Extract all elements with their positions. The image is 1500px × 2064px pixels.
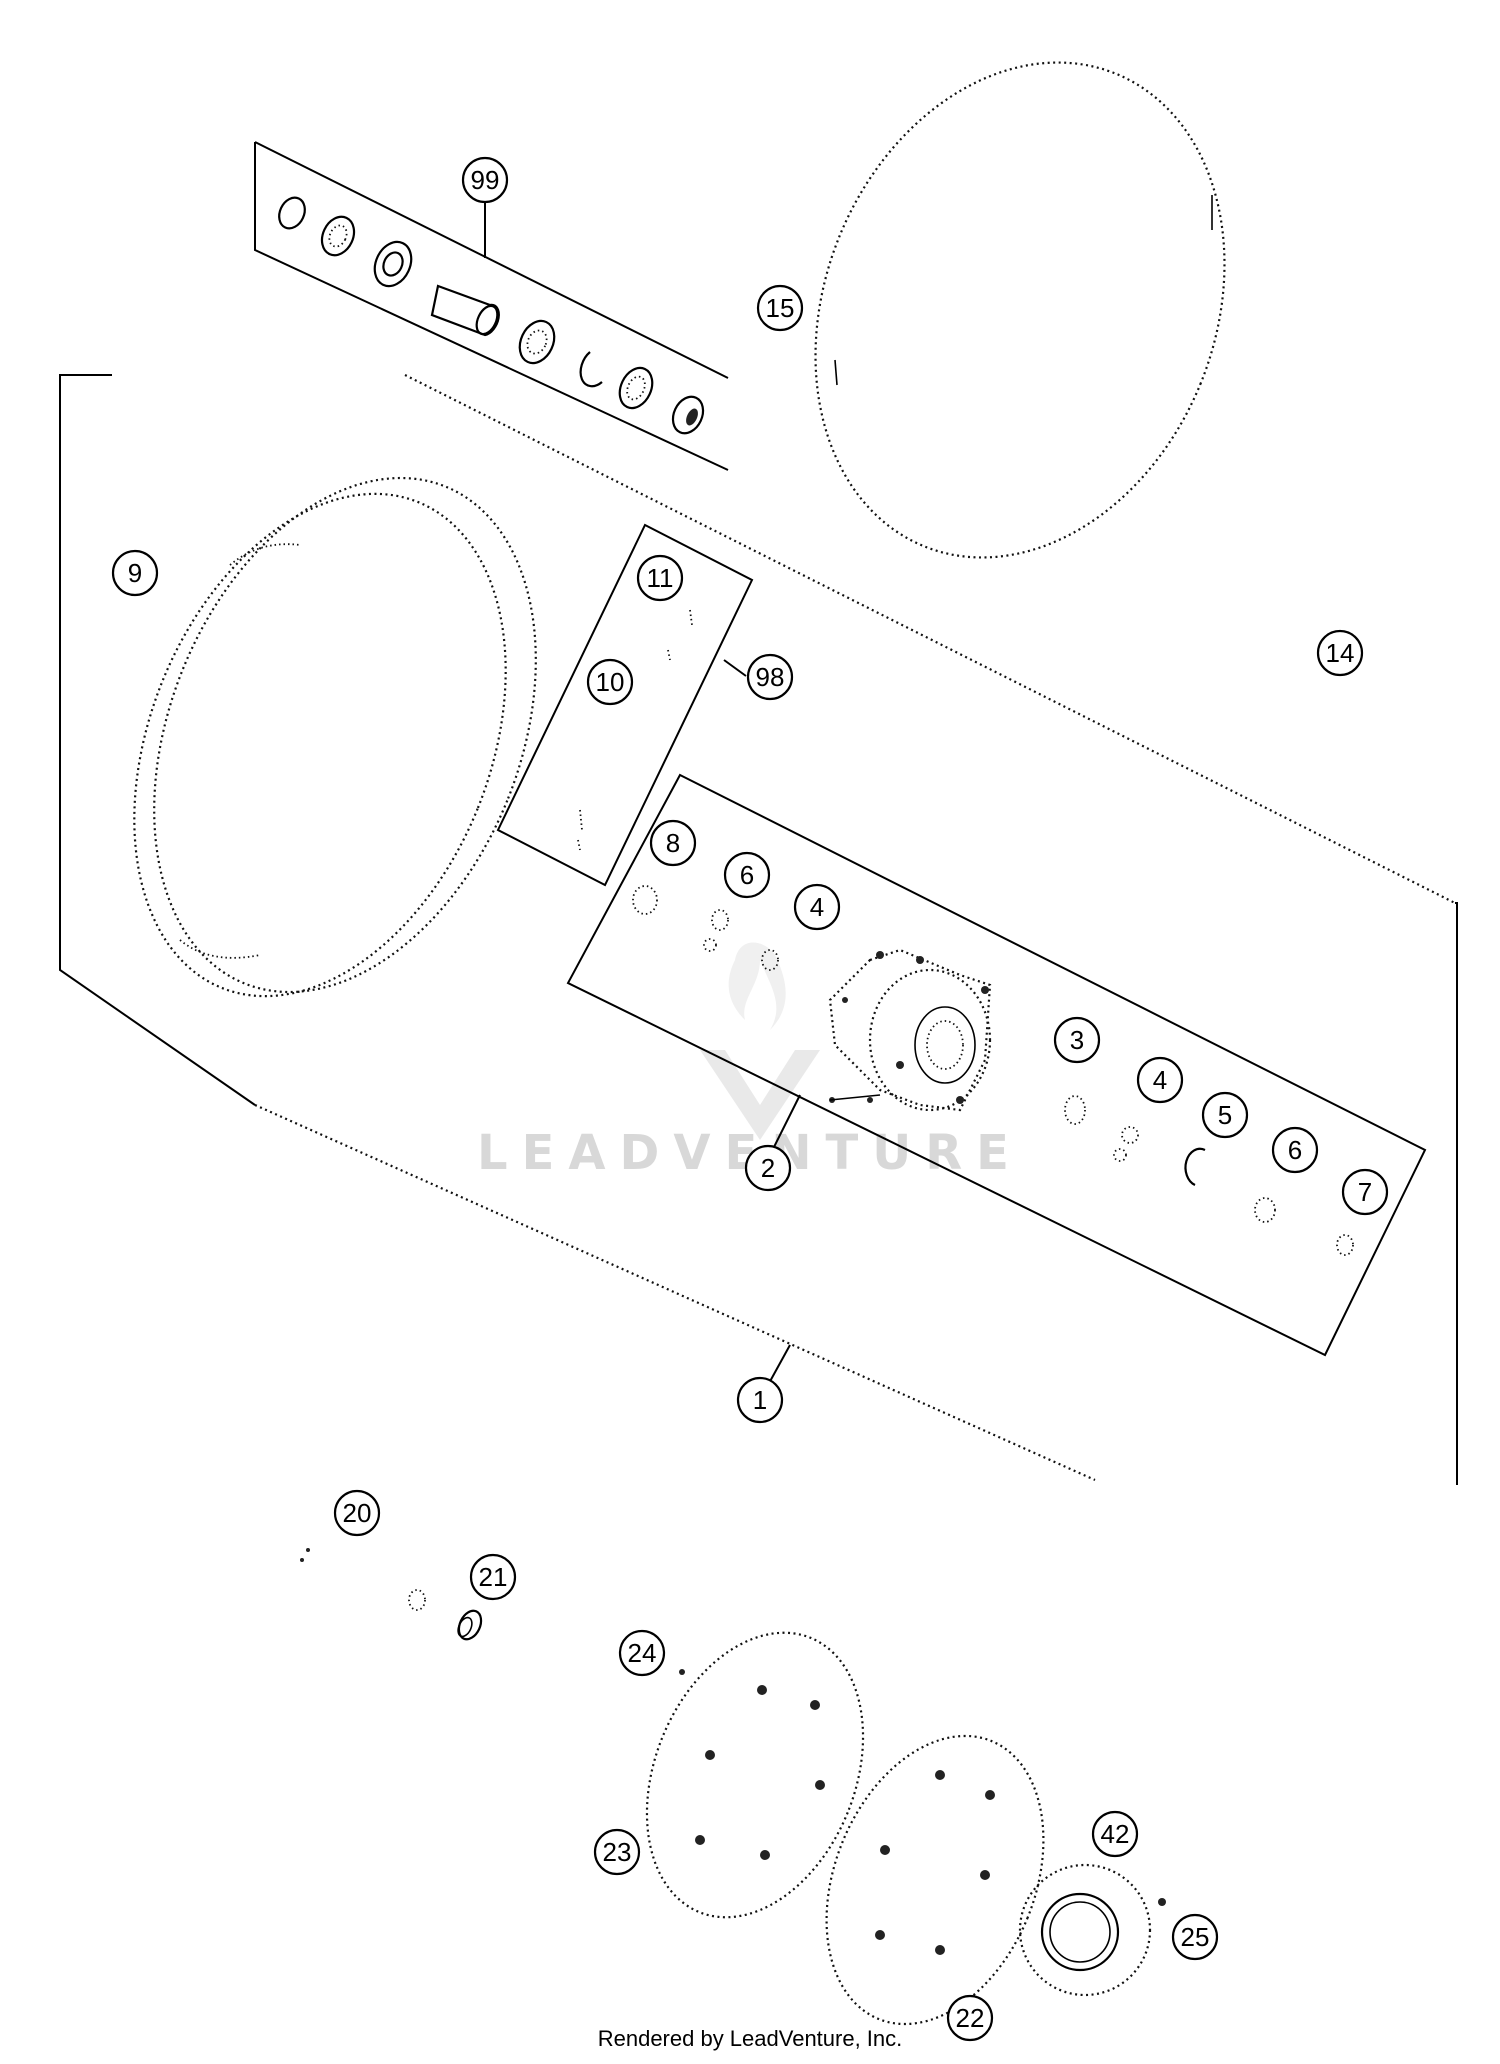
svg-text:98: 98 [756, 662, 785, 692]
svg-text:3: 3 [1070, 1025, 1084, 1055]
svg-text:11: 11 [647, 563, 674, 593]
part-2-box [566, 773, 1427, 1357]
callout-4a: 4 [793, 883, 841, 931]
svg-text:6: 6 [1288, 1135, 1302, 1165]
callout-25: 25 [1171, 1913, 1219, 1961]
callout-99: 99 [461, 156, 509, 204]
svg-text:8: 8 [666, 828, 680, 858]
svg-text:15: 15 [766, 293, 795, 323]
part-98-box [496, 523, 754, 887]
part-15-ring [814, 61, 1226, 559]
svg-text:42: 42 [1101, 1819, 1130, 1849]
seal-kit-parts [278, 196, 705, 435]
svg-text:25: 25 [1181, 1922, 1210, 1952]
callout-6a: 6 [723, 851, 771, 899]
svg-text:9: 9 [128, 558, 142, 588]
svg-text:7: 7 [1358, 1177, 1372, 1207]
svg-text:2: 2 [761, 1153, 775, 1183]
svg-text:4: 4 [1153, 1065, 1167, 1095]
callout-7: 7 [1341, 1168, 1389, 1216]
svg-text:6: 6 [740, 860, 754, 890]
callout-20: 20 [333, 1489, 381, 1537]
callout-24: 24 [618, 1629, 666, 1677]
callout-3: 3 [1053, 1016, 1101, 1064]
callout-23: 23 [593, 1828, 641, 1876]
callout-1: 1 [736, 1376, 784, 1424]
callout-15: 15 [756, 284, 804, 332]
svg-text:22: 22 [956, 2003, 985, 2033]
callout-11: 11 [636, 554, 684, 602]
svg-text:24: 24 [628, 1638, 657, 1668]
lower-parts [300, 1548, 1166, 2026]
callout-6b: 6 [1271, 1126, 1319, 1174]
callout-9: 9 [111, 549, 159, 597]
callout-98: 98 [746, 653, 794, 701]
callout-21: 21 [469, 1553, 517, 1601]
callout-22: 22 [946, 1994, 994, 2042]
watermark-logo [700, 942, 820, 1140]
callout-42: 42 [1091, 1810, 1139, 1858]
svg-text:14: 14 [1326, 638, 1355, 668]
svg-text:5: 5 [1218, 1100, 1232, 1130]
part-9-ring [133, 476, 537, 998]
svg-text:21: 21 [479, 1562, 508, 1592]
svg-text:4: 4 [810, 892, 824, 922]
footer-credit: Rendered by LeadVenture, Inc. [597, 2026, 903, 2051]
housing-drawing [828, 948, 992, 1112]
svg-text:20: 20 [343, 1498, 372, 1528]
svg-text:10: 10 [596, 667, 625, 697]
watermark: LEADVENTURE [477, 1125, 1023, 1181]
main-assembly-outline [59, 374, 1458, 1485]
svg-text:99: 99 [471, 165, 500, 195]
callout-8: 8 [649, 819, 697, 867]
callout-4b: 4 [1136, 1056, 1184, 1104]
leader-1 [767, 1344, 791, 1386]
callout-5: 5 [1201, 1091, 1249, 1139]
svg-text:23: 23 [603, 1837, 632, 1867]
callout-10: 10 [586, 658, 634, 706]
seal-kit-box [254, 141, 729, 471]
svg-text:1: 1 [753, 1385, 767, 1415]
callout-2: 2 [744, 1144, 792, 1192]
callout-14: 14 [1316, 629, 1364, 677]
